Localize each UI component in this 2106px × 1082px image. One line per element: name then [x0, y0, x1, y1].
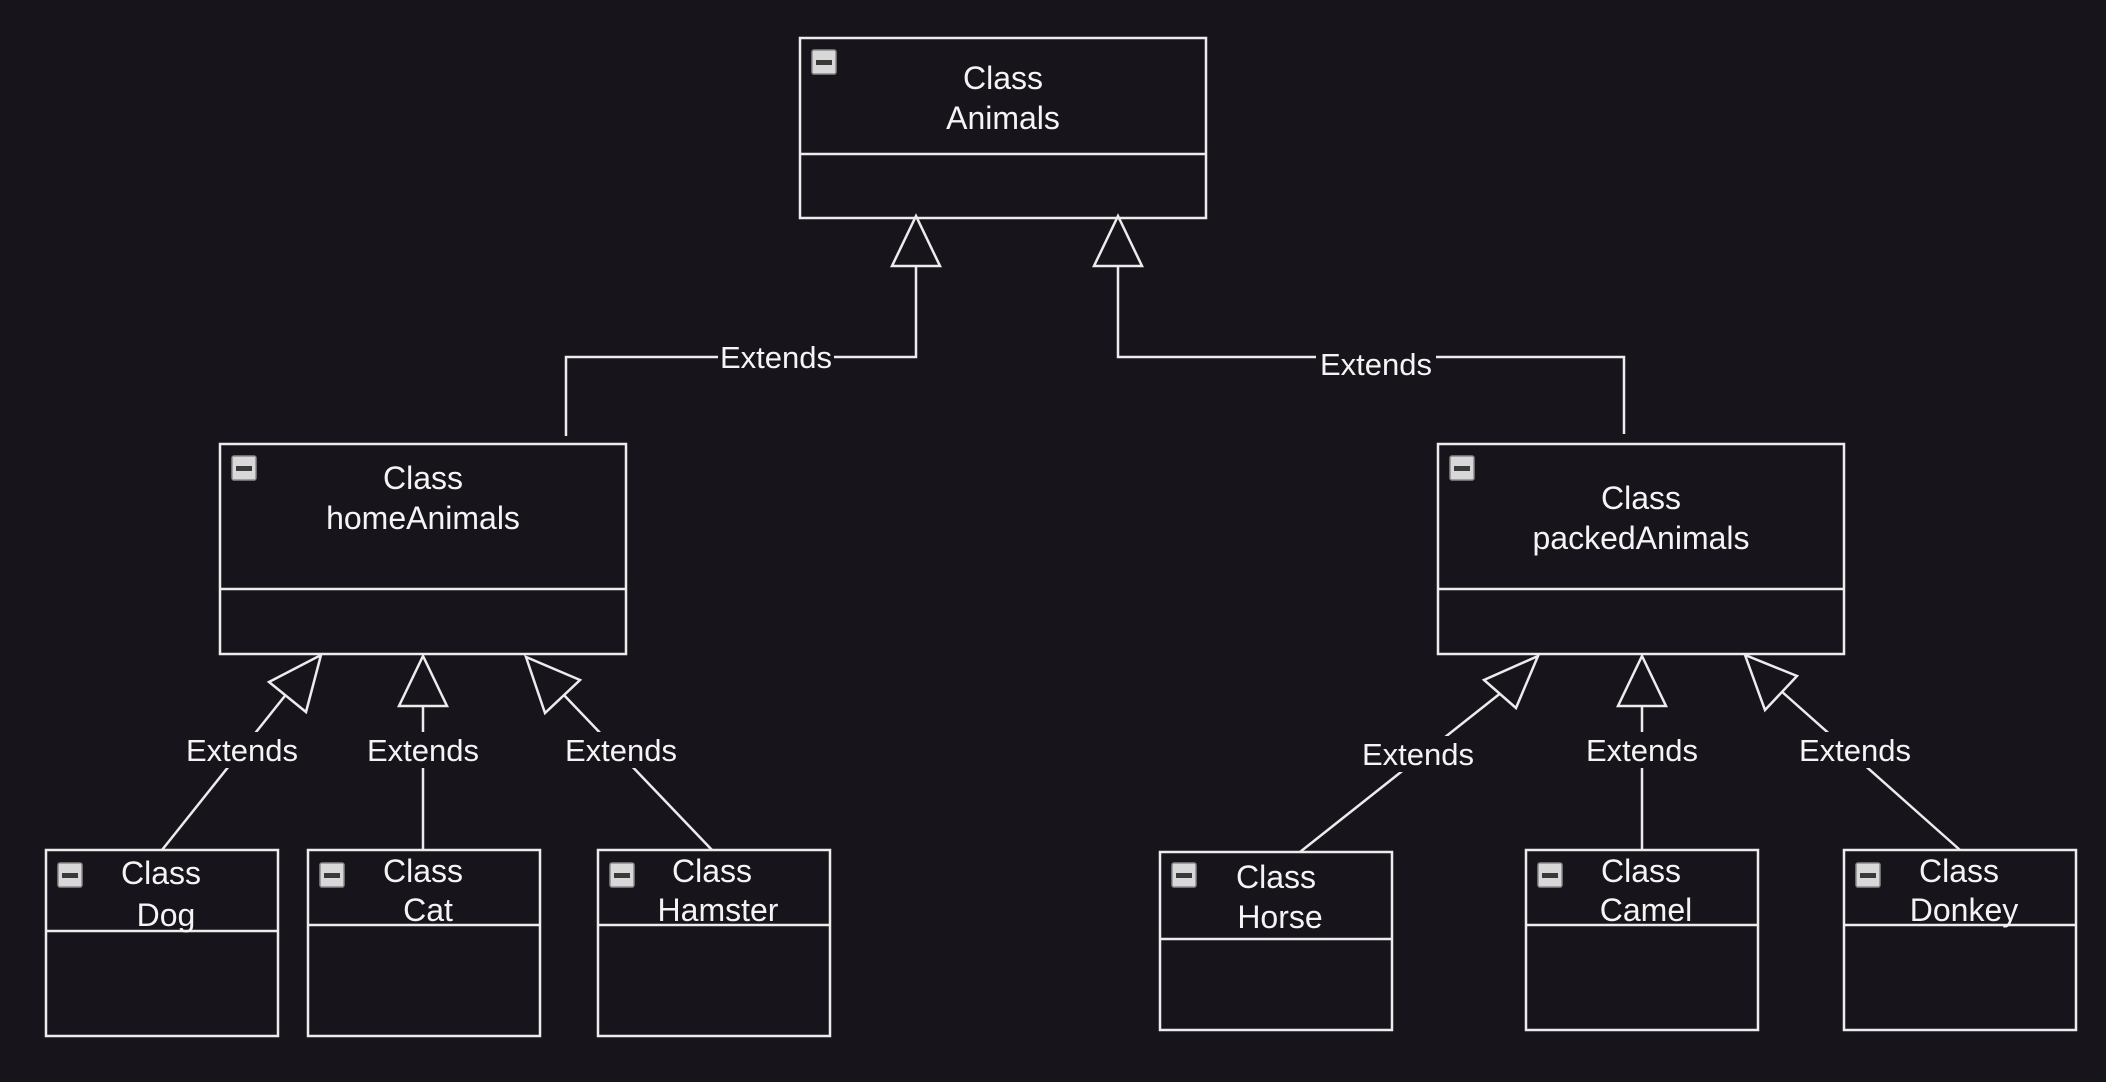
class-home-animals[interactable]: Class homeAnimals: [218, 442, 628, 656]
class-box: [1524, 848, 1760, 1032]
inheritance-arrow-icon: [397, 653, 449, 708]
edge-label-background: [718, 339, 834, 375]
collapse-icon[interactable]: [1855, 862, 1881, 888]
edge-camel-to-packed[interactable]: Extends: [1582, 653, 1702, 850]
edge-label: Extends: [1586, 733, 1698, 768]
edge-label-background: [1316, 346, 1436, 382]
class-packed-animals[interactable]: Class packedAnimals: [1436, 442, 1846, 656]
class-box: [306, 848, 542, 1038]
collapse-icon[interactable]: [811, 49, 837, 75]
class-cat[interactable]: Class Cat: [306, 848, 542, 1038]
edge-label: Extends: [1799, 733, 1911, 768]
inheritance-arrow-icon: [1092, 213, 1144, 268]
class-keyword: Class: [1236, 859, 1316, 895]
class-box: [1842, 848, 2078, 1032]
inheritance-arrow-icon: [1742, 652, 1800, 713]
class-box: [218, 442, 628, 656]
class-box: [44, 848, 280, 1038]
class-box: [798, 36, 1208, 220]
inheritance-arrow-icon: [1481, 653, 1541, 711]
collapse-icon[interactable]: [1171, 862, 1197, 888]
collapse-icon[interactable]: [1449, 455, 1475, 481]
edge-line: [161, 691, 289, 851]
edge-line: [1779, 689, 1961, 851]
class-name: homeAnimals: [326, 500, 520, 536]
class-keyword: Class: [121, 855, 201, 891]
class-name: Cat: [403, 892, 453, 928]
class-box: [596, 848, 832, 1038]
edge-cat-to-home[interactable]: Extends: [363, 653, 483, 850]
inheritance-arrow-icon: [266, 652, 323, 715]
class-name: Hamster: [658, 892, 779, 928]
edge-hamster-to-home[interactable]: Extends: [523, 654, 713, 851]
edge-label-background: [1795, 732, 1915, 768]
class-donkey[interactable]: Class Donkey: [1842, 848, 2078, 1032]
class-box: [1436, 442, 1846, 656]
class-keyword: Class: [383, 853, 463, 889]
inheritance-arrow-icon: [890, 213, 942, 268]
edge-label-background: [1358, 736, 1478, 772]
edge-home-to-animals[interactable]: Extends: [564, 213, 942, 436]
edge-dog-to-home[interactable]: Extends: [161, 652, 323, 851]
inheritance-arrow-icon: [523, 654, 583, 716]
edge-label-background: [182, 732, 302, 768]
class-name: Horse: [1237, 899, 1322, 935]
edge-label-background: [561, 732, 681, 768]
collapse-icon[interactable]: [319, 862, 345, 888]
class-box: [1158, 850, 1394, 1032]
class-keyword: Class: [383, 460, 463, 496]
edge-line: [561, 692, 713, 851]
collapse-icon[interactable]: [231, 455, 257, 481]
edge-label: Extends: [565, 733, 677, 768]
class-hamster[interactable]: Class Hamster: [596, 848, 832, 1038]
edge-horse-to-packed[interactable]: Extends: [1299, 653, 1541, 853]
edge-donkey-to-packed[interactable]: Extends: [1742, 652, 1961, 851]
class-keyword: Class: [1919, 853, 1999, 889]
collapse-icon[interactable]: [57, 862, 83, 888]
edge-label-background: [363, 732, 483, 768]
class-keyword: Class: [672, 853, 752, 889]
collapse-icon[interactable]: [609, 862, 635, 888]
class-dog[interactable]: Class Dog: [44, 848, 280, 1038]
class-horse[interactable]: Class Horse: [1158, 850, 1394, 1032]
edge-packed-to-animals[interactable]: Extends: [1092, 213, 1626, 434]
inheritance-arrow-icon: [1616, 653, 1668, 708]
class-camel[interactable]: Class Camel: [1524, 848, 1760, 1032]
edge-label-background: [1582, 732, 1702, 768]
edge-label: Extends: [1320, 347, 1432, 382]
edge-label: Extends: [1362, 737, 1474, 772]
edge-label: Extends: [367, 733, 479, 768]
edge-label: Extends: [186, 733, 298, 768]
class-keyword: Class: [1601, 853, 1681, 889]
class-animals[interactable]: Class Animals: [798, 36, 1208, 220]
class-name: Donkey: [1910, 892, 2019, 928]
edge-label: Extends: [720, 340, 832, 375]
class-name: Camel: [1600, 892, 1692, 928]
class-name: Animals: [946, 100, 1060, 136]
class-name: Dog: [137, 897, 196, 933]
class-name: packedAnimals: [1533, 520, 1750, 556]
class-keyword: Class: [1601, 480, 1681, 516]
class-keyword: Class: [963, 60, 1043, 96]
collapse-icon[interactable]: [1537, 862, 1563, 888]
